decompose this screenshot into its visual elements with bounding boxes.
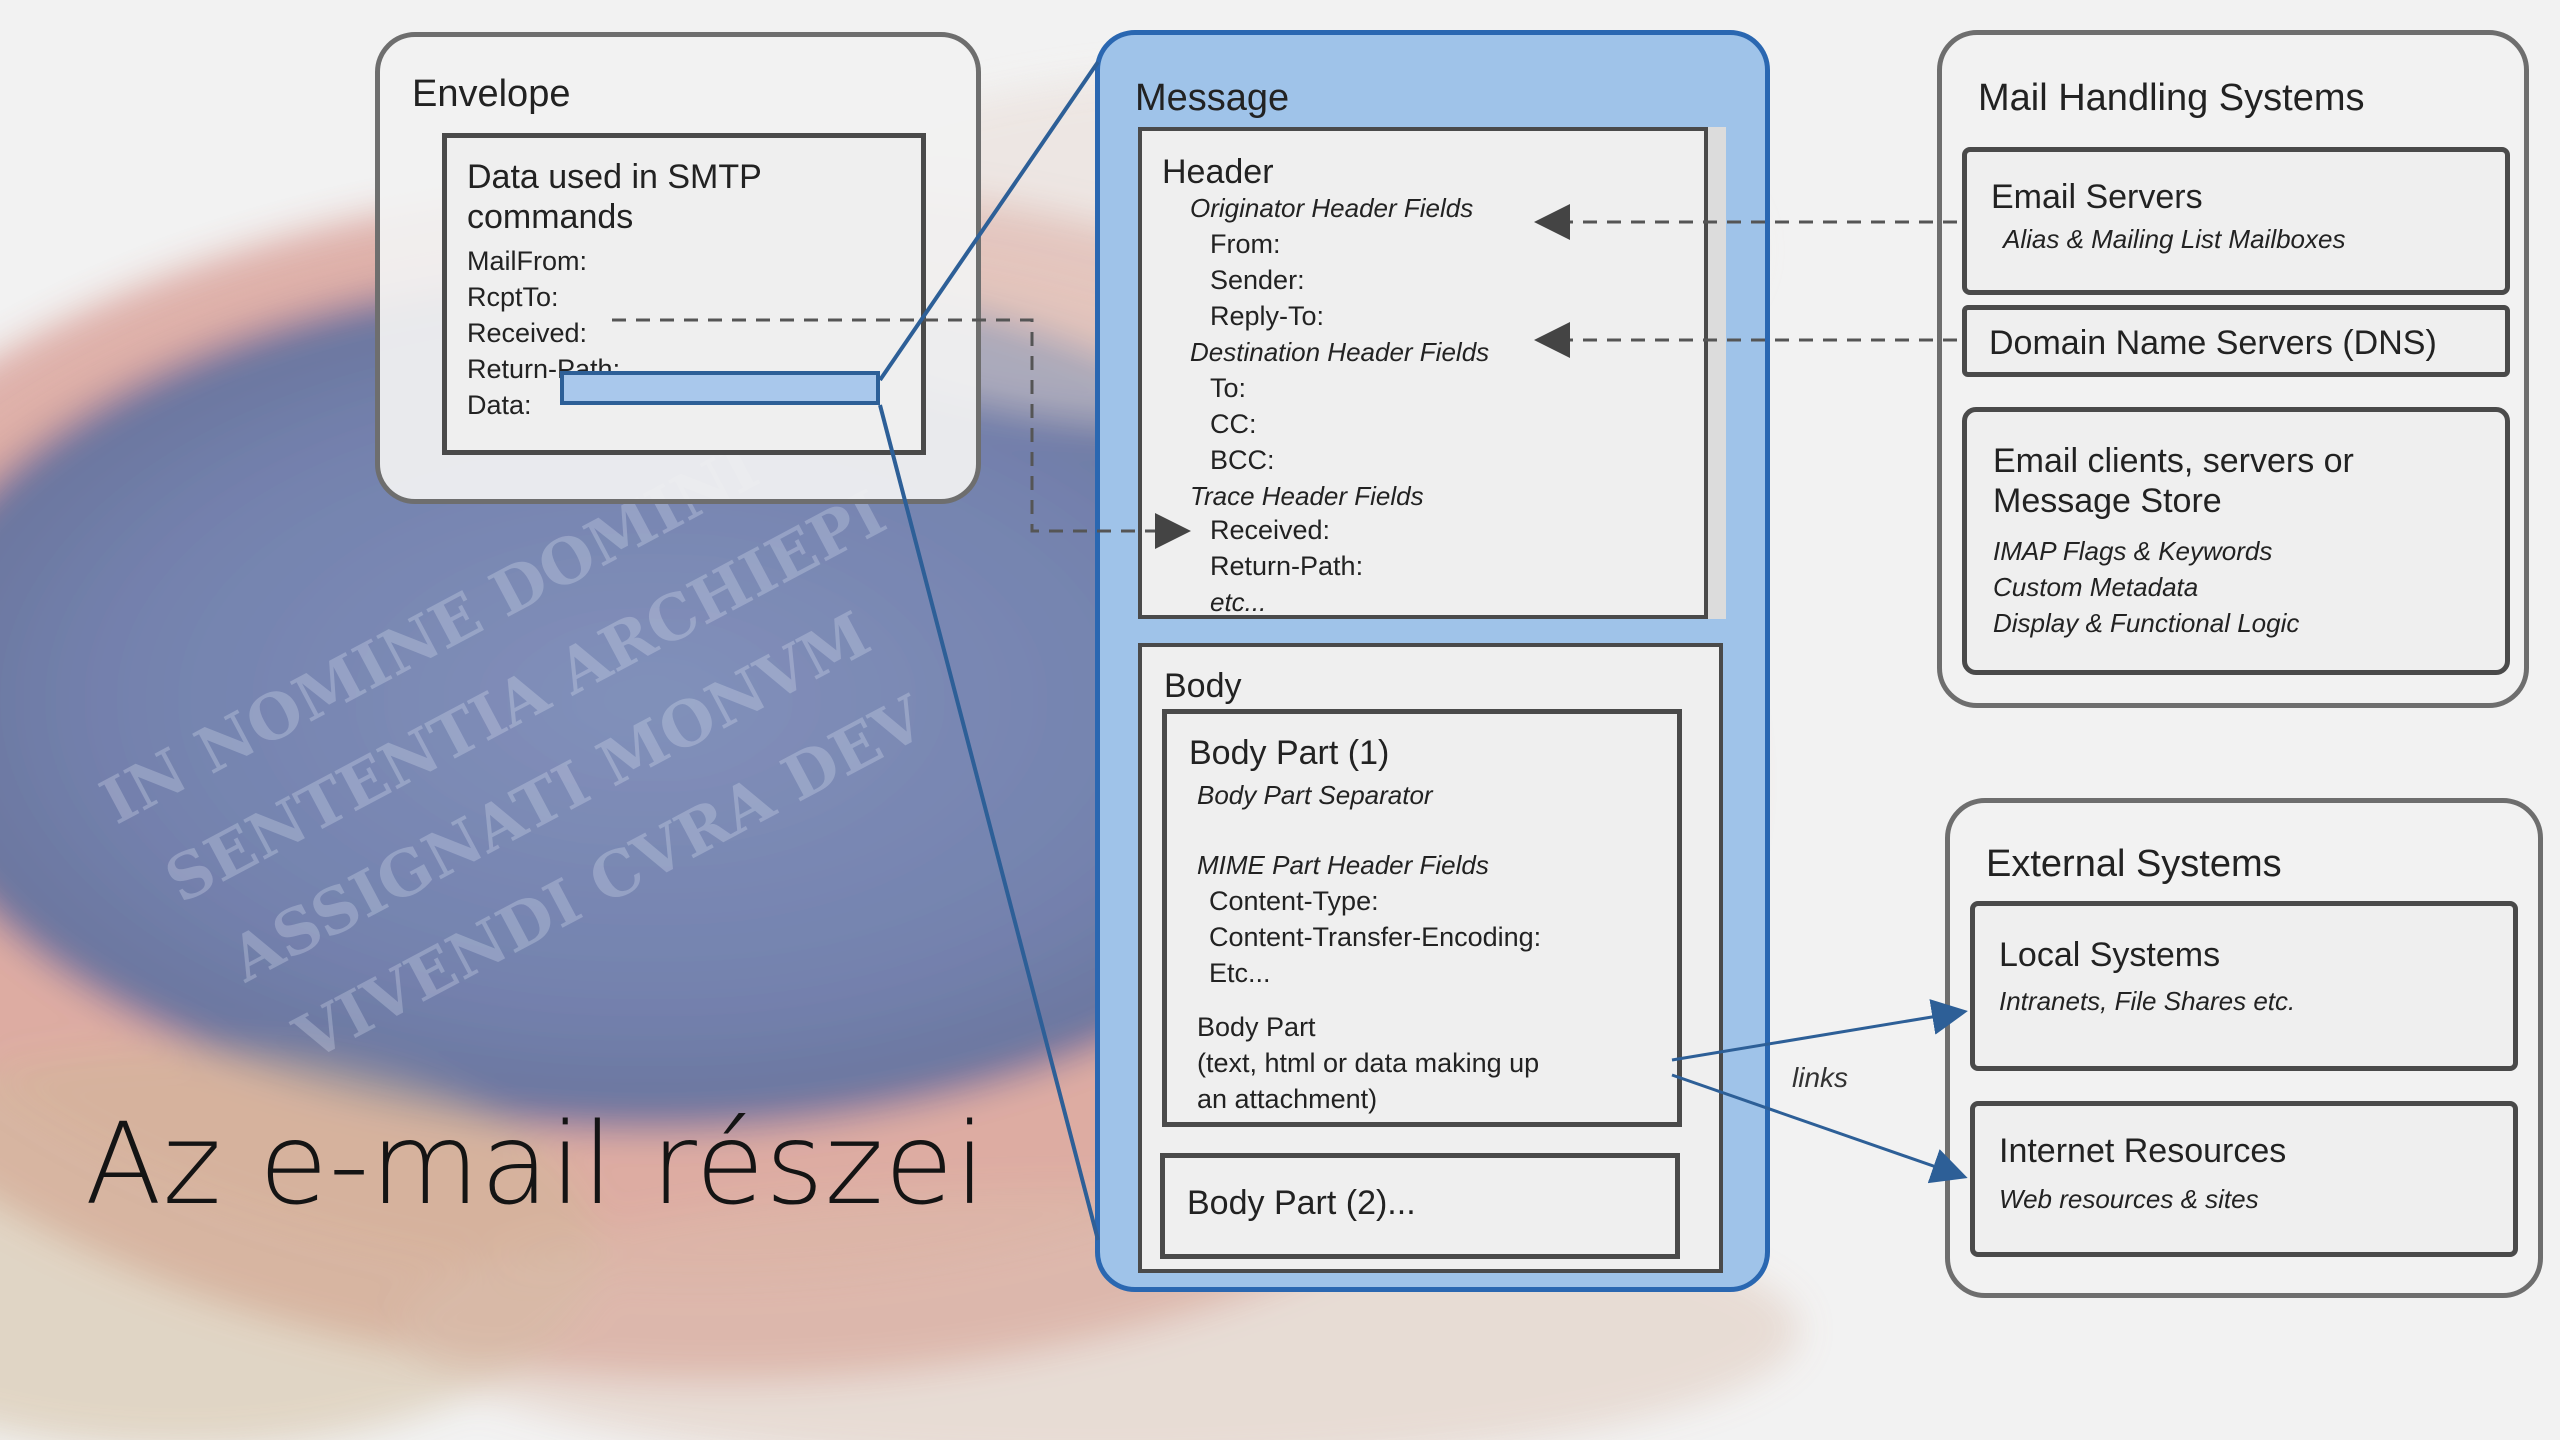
external-systems-title: External Systems [1986,843,2282,885]
header-field-to: To: [1210,373,1247,403]
header-field-from: From: [1210,229,1281,259]
body-part-description-line2: an attachment) [1197,1084,1378,1114]
dns-title: Domain Name Servers (DNS) [1989,324,2437,362]
body-title: Body [1164,667,1242,705]
local-systems-title: Local Systems [1999,936,2221,974]
smtp-field-mailfrom: MailFrom: [467,246,587,276]
message-title: Message [1135,77,1290,119]
envelope-title: Envelope [412,73,571,115]
email-clients-title-line1: Email clients, servers or [1993,442,2354,480]
mime-field-content-transfer-encoding: Content-Transfer-Encoding: [1209,922,1542,952]
dns-box: Domain Name Servers (DNS) [1962,305,2510,377]
body-part-2-box: Body Part (2)... [1160,1153,1680,1259]
body-part-separator-label: Body Part Separator [1197,780,1433,810]
email-clients-box: Email clients, servers or Message Store … [1962,407,2510,675]
data-payload-bar [560,371,880,405]
email-clients-title-line2: Message Store [1993,482,2222,520]
header-field-cc: CC: [1210,409,1257,439]
body-part-label: Body Part [1197,1012,1316,1042]
smtp-field-received: Received: [467,318,588,348]
internet-resources-box: Internet Resources Web resources & sites [1970,1101,2518,1257]
local-systems-box: Local Systems Intranets, File Shares etc… [1970,901,2518,1071]
destination-header-fields-label: Destination Header Fields [1190,337,1490,367]
email-clients-item-imap: IMAP Flags & Keywords [1993,536,2273,566]
body-part-1-title: Body Part (1) [1189,734,1390,772]
email-clients-item-display: Display & Functional Logic [1993,608,2300,638]
smtp-data-heading-line2: commands [467,198,634,236]
body-part-1-box: Body Part (1) Body Part Separator MIME P… [1162,709,1682,1127]
trace-header-fields-label: Trace Header Fields [1190,481,1424,511]
smtp-field-data: Data: [467,390,532,420]
body-part-description-line1: (text, html or data making up [1197,1048,1540,1078]
mime-part-header-fields-label: MIME Part Header Fields [1197,850,1489,880]
header-field-reply-to: Reply-To: [1210,301,1325,331]
header-field-return-path: Return-Path: [1210,551,1364,581]
internet-resources-subtitle: Web resources & sites [1999,1184,2259,1214]
originator-header-fields-label: Originator Header Fields [1190,193,1474,223]
links-label: links [1792,1062,1849,1093]
header-field-received: Received: [1210,515,1331,545]
header-field-bcc: BCC: [1210,445,1275,475]
mail-handling-systems-title: Mail Handling Systems [1978,77,2365,119]
header-title: Header [1162,153,1274,191]
email-servers-box: Email Servers Alias & Mailing List Mailb… [1962,147,2510,295]
mime-field-etc: Etc... [1209,958,1271,988]
internet-resources-title: Internet Resources [1999,1132,2287,1170]
slide-title: Az e-mail részei [85,1100,987,1230]
mail-handling-systems-panel: Mail Handling Systems Email Servers Alia… [1937,30,2529,708]
header-field-etc: etc... [1210,587,1267,617]
message-panel: Message Header Originator Header Fields … [1095,30,1770,1292]
email-servers-title: Email Servers [1991,178,2203,216]
header-field-sender: Sender: [1210,265,1305,295]
smtp-data-heading-line1: Data used in SMTP [467,158,762,196]
mime-field-content-type: Content-Type: [1209,886,1379,916]
body-box: Body Body Part (1) Body Part Separator M… [1138,643,1723,1273]
smtp-field-rcptto: RcptTo: [467,282,559,312]
email-servers-subtitle: Alias & Mailing List Mailboxes [2003,224,2346,254]
body-part-2-title: Body Part (2)... [1187,1184,1416,1222]
email-clients-item-metadata: Custom Metadata [1993,572,2199,602]
header-box: Header Originator Header Fields From: Se… [1138,127,1708,619]
external-systems-panel: External Systems Local Systems Intranets… [1945,798,2543,1298]
local-systems-subtitle: Intranets, File Shares etc. [1999,986,2296,1016]
smtp-data-box: Data used in SMTP commands MailFrom: Rcp… [442,133,926,455]
envelope-panel: Envelope Data used in SMTP commands Mail… [375,32,981,504]
